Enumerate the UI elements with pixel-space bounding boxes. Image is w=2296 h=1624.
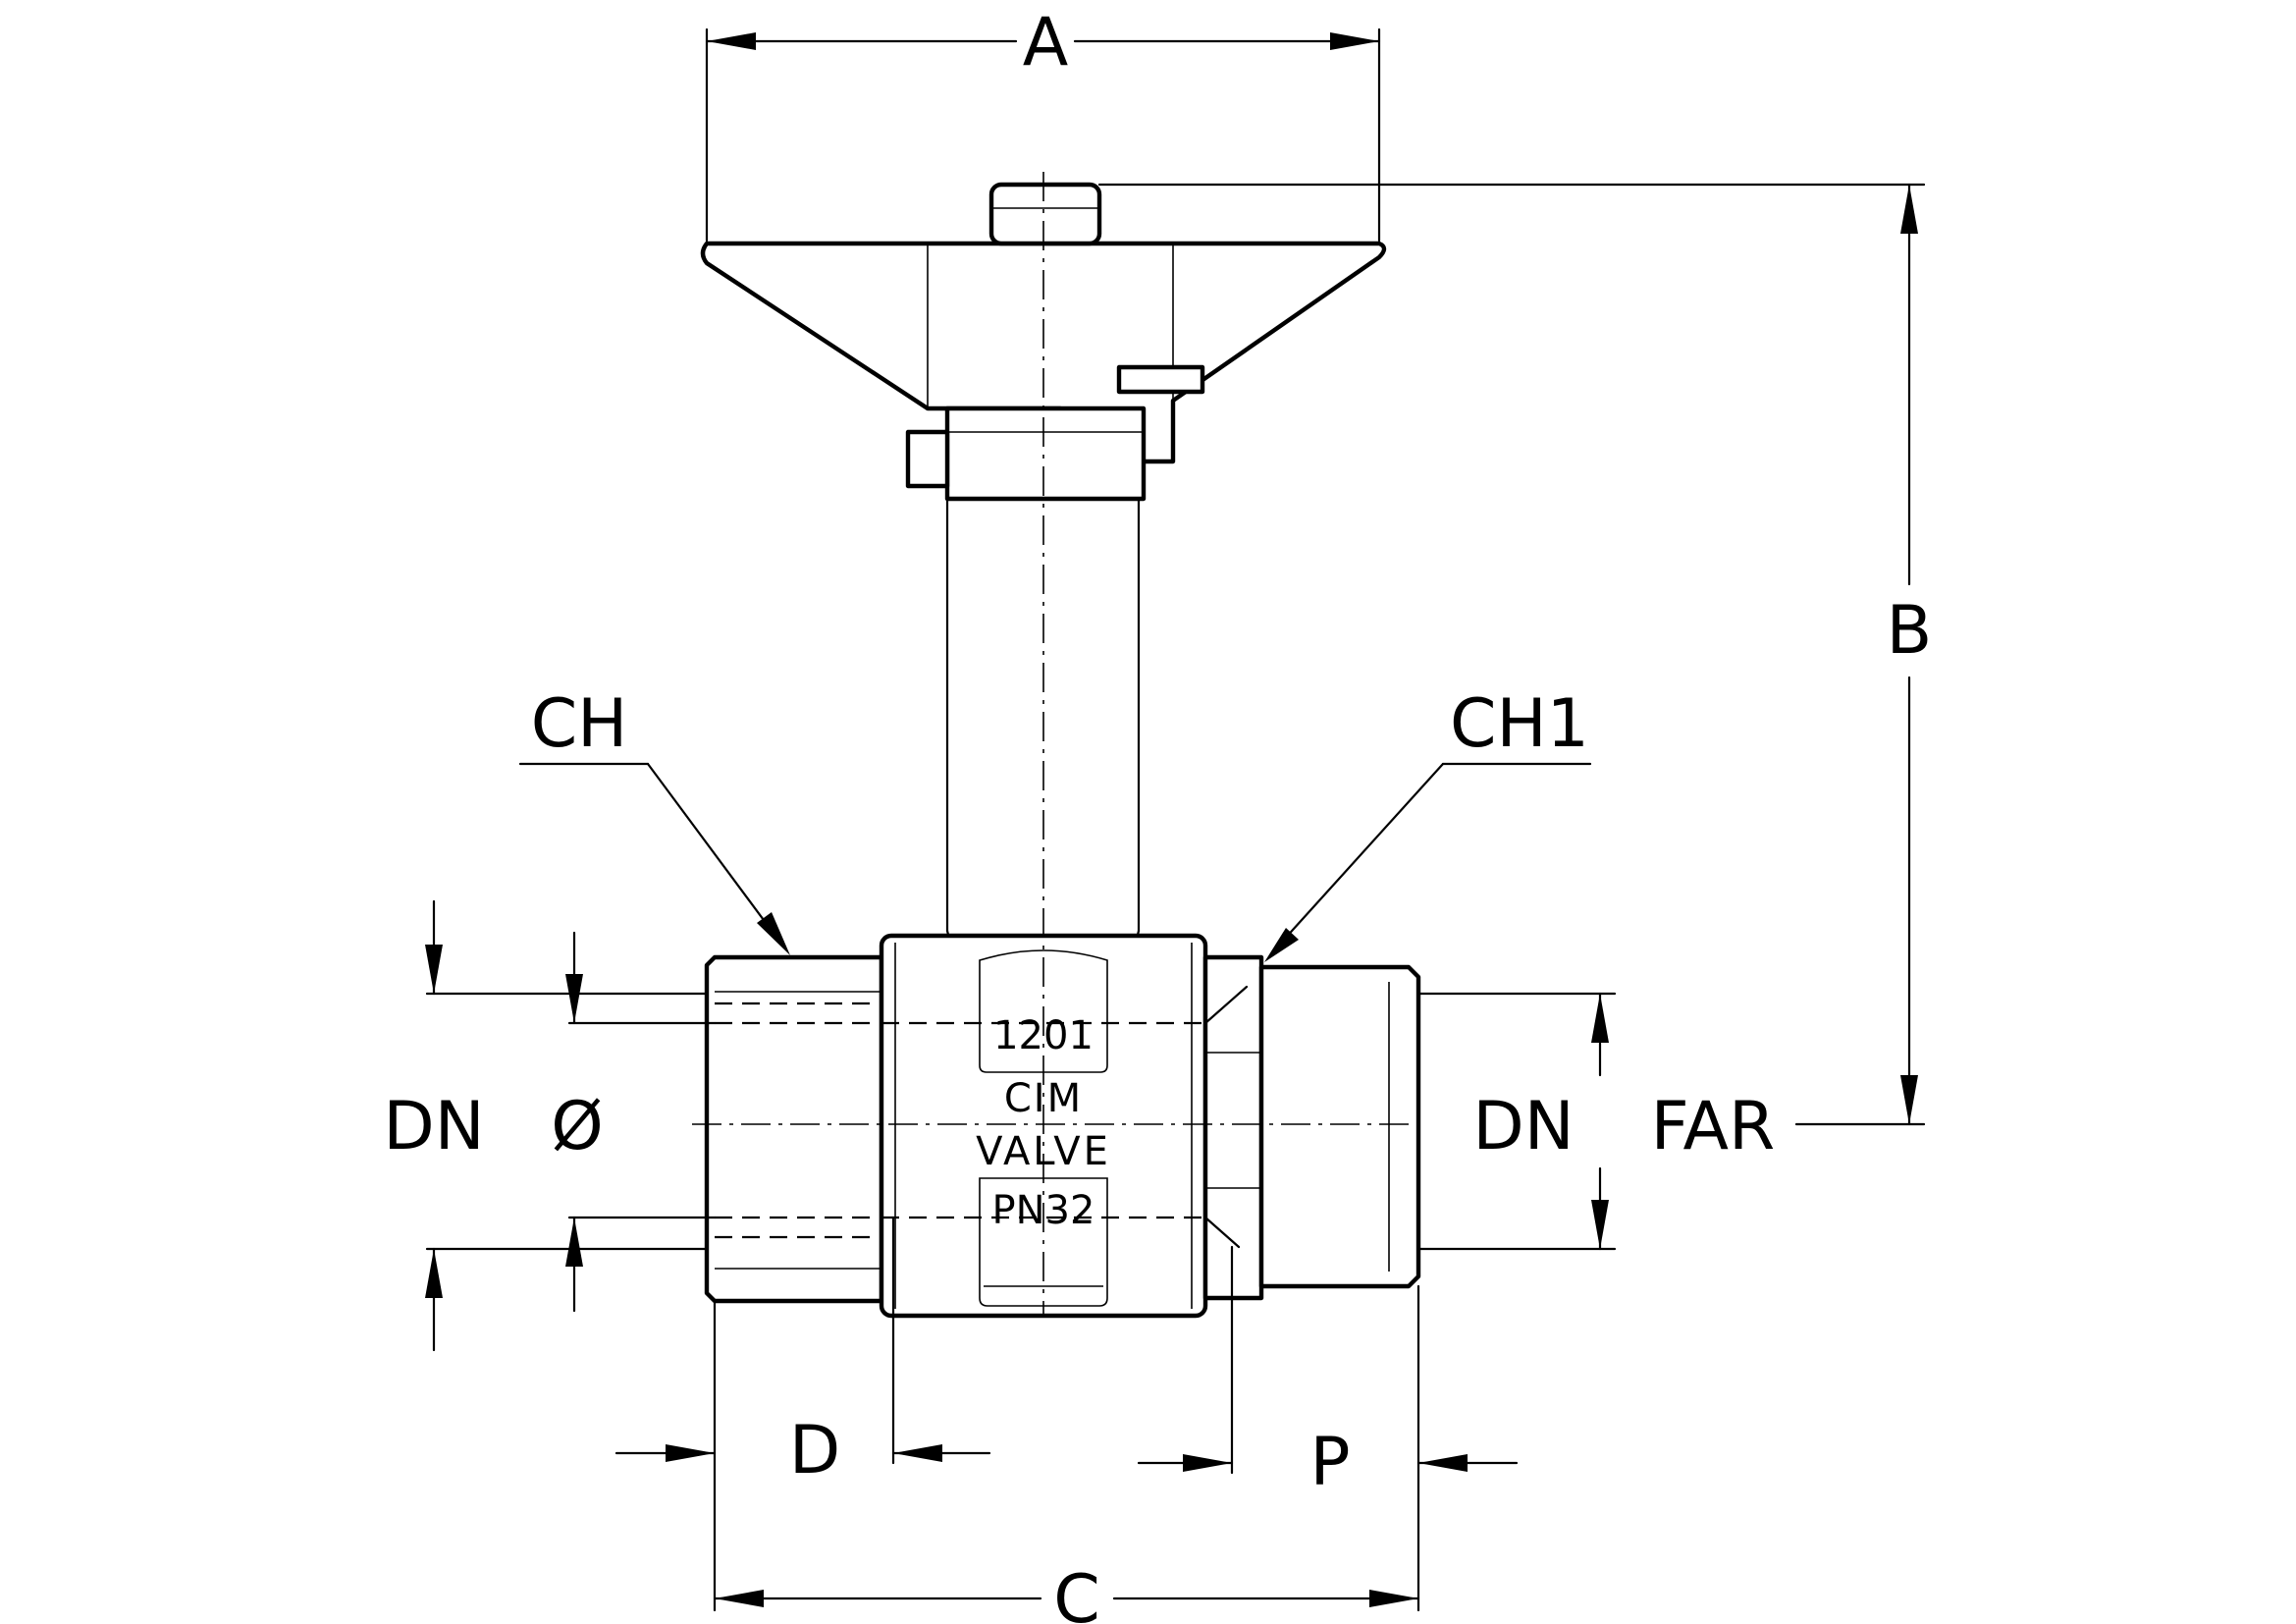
label-a: A <box>1023 4 1069 81</box>
dimension-d: D <box>614 1216 991 1612</box>
label-d: D <box>789 1412 840 1489</box>
leader-ch1: CH1 <box>1264 685 1592 962</box>
dimension-p: P <box>1137 1245 1519 1612</box>
dimension-b: B <box>1097 183 1933 1126</box>
marking-brand: CIM <box>1004 1076 1083 1121</box>
label-dn-left: DN <box>383 1088 484 1165</box>
label-b: B <box>1887 592 1933 670</box>
label-far: FAR <box>1651 1088 1776 1165</box>
right-male-end <box>1202 954 1421 1301</box>
dimension-a: A <box>705 4 1381 243</box>
t-handle <box>700 182 1387 464</box>
label-ch1: CH1 <box>1450 685 1589 763</box>
leader-ch: CH <box>518 685 790 955</box>
marking-type: VALVE <box>976 1129 1111 1174</box>
label-dn-right: DN <box>1472 1088 1574 1165</box>
left-female-end <box>704 954 888 1304</box>
dimension-dn-right: DN FAR <box>1416 992 1776 1251</box>
label-ch: CH <box>531 685 628 763</box>
label-diameter: Ø <box>551 1088 604 1165</box>
label-c: C <box>1053 1561 1099 1624</box>
stem <box>905 406 1147 954</box>
dimension-c: C <box>713 1561 1420 1624</box>
label-p: P <box>1309 1424 1350 1501</box>
dimension-diameter: Ø <box>551 931 717 1313</box>
dimension-dn-left: DN <box>383 899 709 1352</box>
